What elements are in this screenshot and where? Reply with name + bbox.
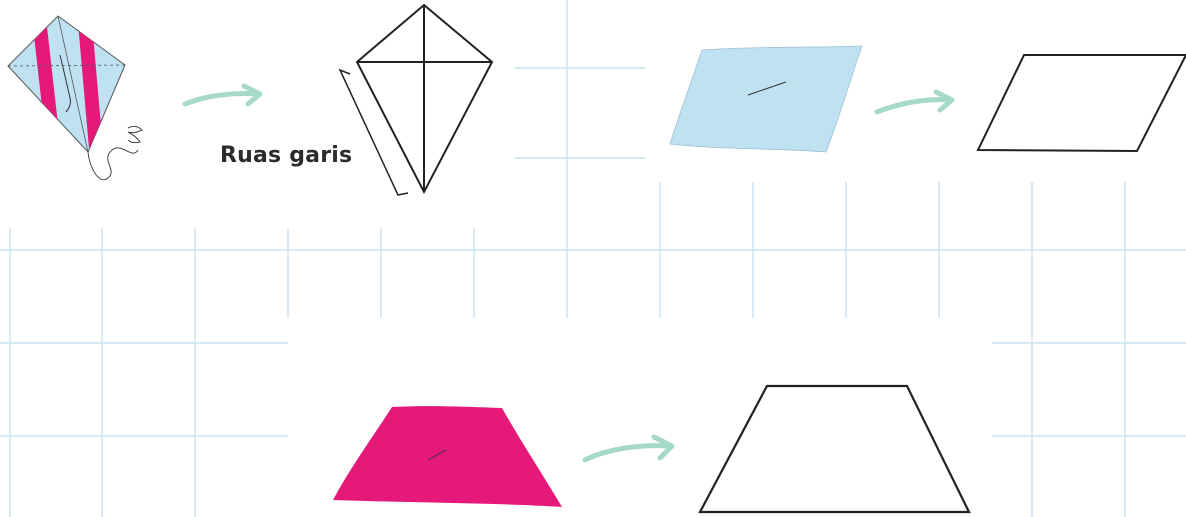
edge-bracket — [340, 70, 408, 195]
hand-drawn-arrow-icon — [185, 86, 260, 104]
edge-label: Ruas garis — [220, 143, 352, 168]
hand-drawn-arrow-icon — [877, 92, 952, 112]
parallelogram-outline — [978, 55, 1186, 151]
kite-outline — [357, 5, 492, 192]
kite-picture — [8, 0, 142, 180]
parallelogram-picture — [670, 46, 862, 152]
